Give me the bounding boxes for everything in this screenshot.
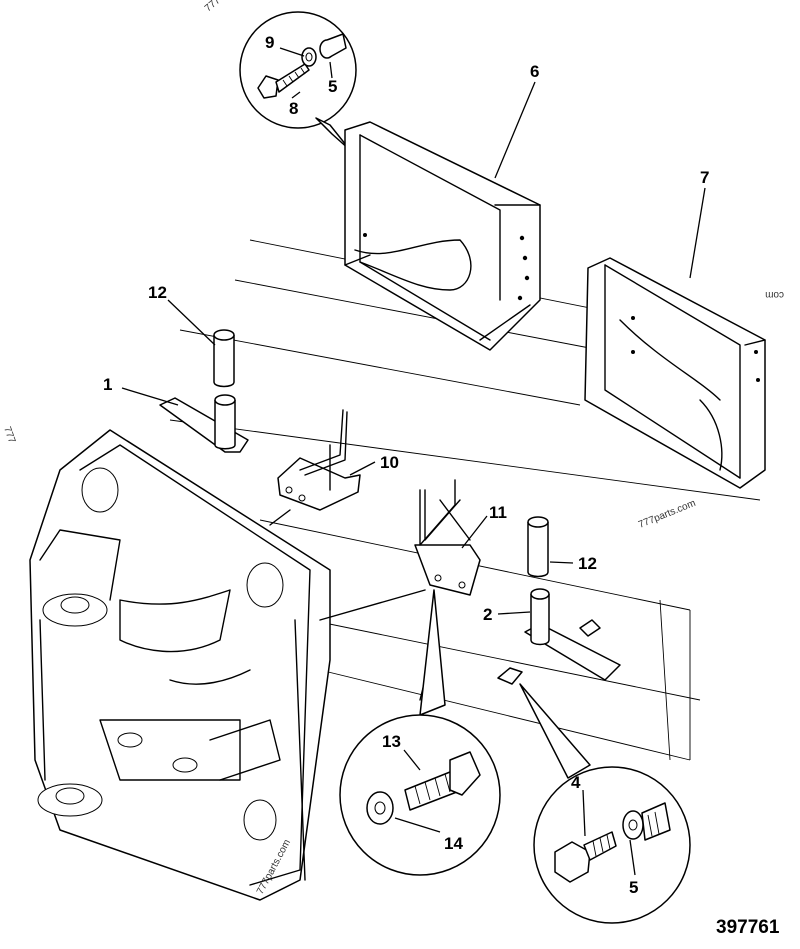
clip-bracket-11-icon [414,479,481,596]
callout-2: 2 [483,605,492,624]
washer-14-icon [366,791,394,825]
callout-8: 8 [289,99,298,118]
bolt-4-icon [554,831,617,883]
mudguard-bracket-6 [344,121,541,351]
washer-9-icon [301,47,317,67]
bolt-13-icon [404,751,481,811]
detail-circle-bottom-right [533,766,691,924]
pin-12-left-icon [213,329,235,388]
nut-5-bottom-icon [622,802,671,841]
watermark-left: 777 [1,425,17,445]
support-plate-1-icon [159,394,249,453]
figure-number: 397761 [716,917,780,938]
detail-circle-top [239,11,357,151]
callout-1: 1 [103,375,112,394]
callout-12-right: 12 [578,554,597,573]
clip-bracket-10-icon [277,409,361,511]
support-plate-2-icon [524,588,621,681]
front-axle-housing [29,429,331,901]
callout-4: 4 [571,773,581,792]
callout-6: 6 [530,62,539,81]
callout-13: 13 [382,732,401,751]
callout-5-bottom: 5 [629,878,638,897]
callout-9: 9 [265,33,274,52]
bolt-8-icon [257,63,310,99]
callout-labels: 9 8 5 6 7 12 1 10 11 12 2 13 14 4 5 [103,33,709,897]
detail-circle-bottom-left [339,714,501,876]
callout-14: 14 [444,834,463,853]
callout-10: 10 [380,453,399,472]
callout-12-left: 12 [148,283,167,302]
watermark-mid: 777parts.com [637,498,697,531]
watermark-top: 777 [203,0,223,14]
nut-5-icon [319,33,347,59]
callout-5-top: 5 [328,77,337,96]
small-bolt-icon [497,619,601,685]
callout-11: 11 [489,503,507,522]
mudguard-bracket-7 [584,257,766,489]
callout-7: 7 [700,168,709,187]
pin-12-right-icon [527,516,549,578]
callout-leaders [121,47,706,876]
watermark-right: com [765,289,784,300]
